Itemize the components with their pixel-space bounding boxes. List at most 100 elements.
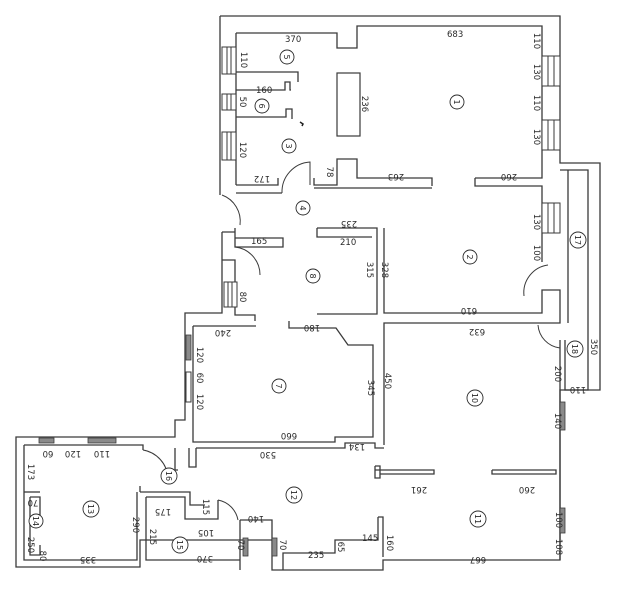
room-8-label: 8 — [305, 268, 321, 284]
svg-text:235: 235 — [341, 218, 357, 228]
svg-text:70: 70 — [28, 497, 39, 507]
svg-text:65: 65 — [335, 542, 345, 553]
svg-text:180: 180 — [304, 322, 320, 332]
svg-text:110: 110 — [531, 95, 541, 111]
outer-walls — [15, 15, 601, 571]
svg-text:350: 350 — [588, 339, 598, 355]
room-13-label: 13 — [82, 500, 100, 518]
svg-text:236: 236 — [359, 96, 369, 112]
room-18-label: 18 — [566, 340, 584, 358]
svg-text:115: 115 — [200, 499, 210, 515]
svg-text:370: 370 — [197, 553, 213, 563]
windows — [38, 46, 566, 557]
svg-text:210: 210 — [340, 238, 356, 248]
svg-text:110: 110 — [531, 33, 541, 49]
svg-text:11: 11 — [473, 514, 482, 524]
room-labels: 1 2 3 4 5 6 7 8 10 11 12 13 14 15 16 17 … — [28, 49, 587, 554]
svg-text:14: 14 — [31, 516, 40, 526]
room-3-label: 3 — [281, 138, 297, 154]
svg-text:335: 335 — [80, 554, 96, 564]
svg-text:17: 17 — [573, 235, 582, 245]
svg-text:250: 250 — [25, 537, 35, 553]
svg-text:78: 78 — [324, 167, 334, 178]
svg-text:130: 130 — [531, 64, 541, 80]
room-6-label: 6 — [254, 98, 270, 114]
pencil-mark — [299, 121, 304, 127]
svg-text:667: 667 — [470, 554, 486, 564]
svg-text:345: 345 — [365, 380, 375, 396]
svg-text:315: 315 — [364, 262, 374, 278]
room-17-label: 17 — [569, 231, 587, 249]
svg-text:70: 70 — [277, 540, 287, 551]
room-5-label: 5 — [279, 49, 295, 65]
svg-text:263: 263 — [388, 171, 404, 181]
svg-text:120: 120 — [65, 448, 81, 458]
svg-text:165: 165 — [251, 237, 267, 247]
svg-text:145: 145 — [362, 534, 378, 544]
svg-text:450: 450 — [382, 373, 392, 389]
svg-text:110: 110 — [570, 384, 586, 394]
svg-text:140: 140 — [552, 413, 562, 429]
svg-text:140: 140 — [248, 513, 264, 523]
svg-text:60: 60 — [194, 373, 204, 384]
svg-text:130: 130 — [531, 214, 541, 230]
svg-text:110: 110 — [94, 448, 110, 458]
svg-text:80: 80 — [237, 292, 247, 303]
svg-text:290: 290 — [130, 517, 140, 533]
svg-text:80: 80 — [37, 551, 47, 562]
svg-text:15: 15 — [175, 540, 184, 550]
svg-text:660: 660 — [281, 430, 297, 440]
svg-text:2: 2 — [465, 254, 474, 259]
svg-text:134: 134 — [349, 441, 365, 451]
room-2-label: 2 — [462, 249, 478, 265]
room-11-label: 11 — [469, 510, 487, 528]
svg-text:632: 632 — [469, 326, 485, 336]
room-16-label: 16 — [160, 467, 178, 485]
svg-text:10: 10 — [470, 393, 479, 403]
svg-text:6: 6 — [257, 103, 266, 108]
svg-text:4: 4 — [298, 205, 307, 210]
svg-text:100: 100 — [553, 512, 563, 528]
room-14-label: 14 — [28, 513, 44, 529]
inner-walls — [23, 71, 589, 570]
svg-text:5: 5 — [282, 54, 291, 59]
svg-text:50: 50 — [237, 97, 247, 108]
svg-text:12: 12 — [289, 490, 298, 500]
room-12-label: 12 — [285, 486, 303, 504]
svg-text:1: 1 — [452, 99, 461, 104]
svg-text:7: 7 — [274, 383, 283, 388]
svg-text:108: 108 — [553, 539, 563, 555]
svg-text:215: 215 — [147, 529, 157, 545]
room-10-label: 10 — [466, 389, 484, 407]
svg-text:120: 120 — [237, 142, 247, 158]
doors — [142, 161, 561, 521]
dimension-labels: 370 110 160 50 120 172 236 78 263 683 11… — [25, 30, 598, 564]
svg-text:328: 328 — [379, 262, 389, 278]
svg-text:240: 240 — [215, 327, 231, 337]
svg-text:175: 175 — [155, 506, 171, 516]
svg-text:160: 160 — [256, 86, 272, 96]
svg-text:160: 160 — [384, 535, 394, 551]
svg-text:16: 16 — [164, 471, 173, 481]
svg-text:70: 70 — [235, 540, 245, 551]
svg-text:370: 370 — [285, 35, 301, 45]
svg-text:260: 260 — [519, 484, 535, 494]
svg-text:105: 105 — [198, 527, 214, 537]
svg-text:8: 8 — [308, 273, 317, 278]
svg-text:683: 683 — [447, 30, 463, 40]
svg-text:100: 100 — [531, 245, 541, 261]
svg-text:110: 110 — [238, 52, 248, 68]
svg-text:130: 130 — [531, 129, 541, 145]
room-7-label: 7 — [271, 378, 287, 394]
room-15-label: 15 — [171, 536, 189, 554]
svg-text:260: 260 — [501, 171, 517, 181]
svg-text:235: 235 — [308, 551, 324, 561]
svg-text:13: 13 — [86, 504, 95, 514]
svg-text:120: 120 — [194, 394, 204, 410]
svg-text:60: 60 — [43, 448, 54, 458]
svg-text:200: 200 — [552, 366, 562, 382]
svg-text:18: 18 — [570, 344, 579, 354]
svg-text:261: 261 — [411, 484, 427, 494]
svg-text:172: 172 — [254, 173, 270, 183]
